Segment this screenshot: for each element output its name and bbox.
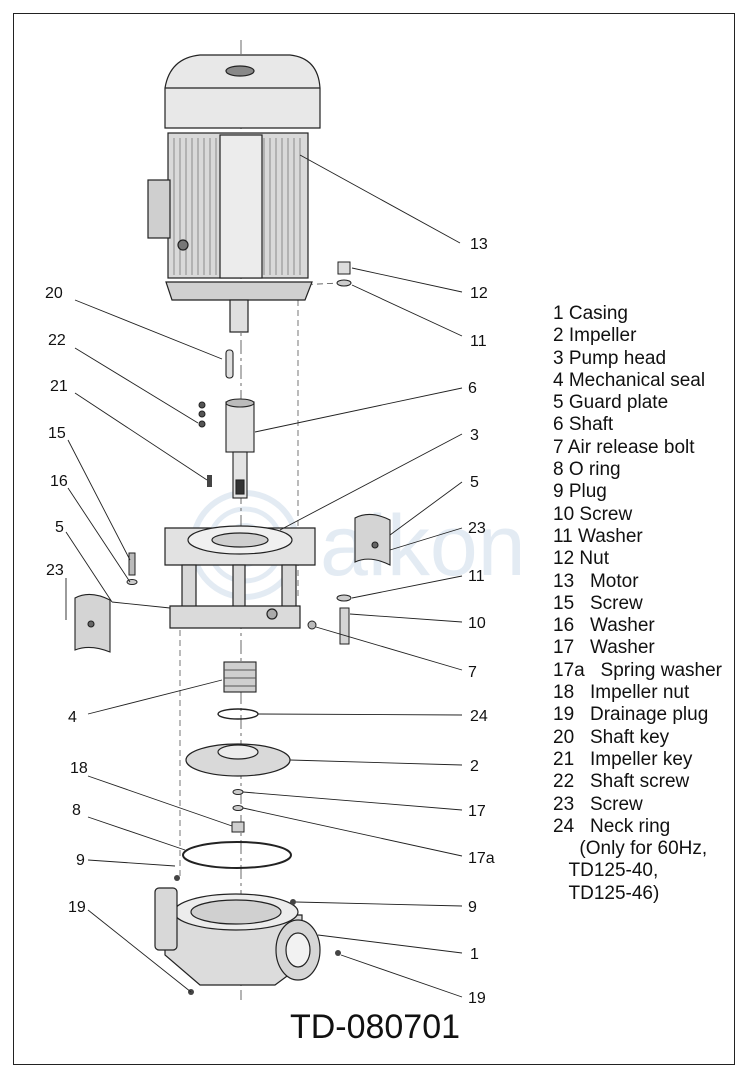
callout-11-mid: 11 [468, 568, 485, 585]
guard-plate-left [74, 593, 111, 653]
pump-head [164, 525, 316, 629]
motor [147, 54, 321, 333]
legend-item: 22 Shaft screw [553, 771, 690, 793]
callout-24: 24 [470, 708, 488, 725]
callout-4: 4 [68, 709, 77, 726]
legend-item: 7 Air release bolt [553, 436, 695, 458]
legend-item: 16 Washer [553, 615, 655, 637]
callout-18: 18 [70, 760, 88, 777]
shaft-key [225, 349, 234, 379]
legend-note: TD125-46) [553, 882, 660, 904]
legend-item: 6 Shaft [553, 414, 614, 436]
legend-item: 12 Nut [553, 548, 609, 570]
screw-washer-right [336, 594, 352, 645]
callout-17a: 17a [468, 850, 495, 867]
legend-item: 20 Shaft key [553, 726, 670, 748]
callout-9-right: 9 [468, 899, 477, 916]
callout-5-left: 5 [55, 519, 64, 536]
legend-item: 17a Spring washer [553, 659, 722, 681]
watermark-text: aikon [320, 498, 526, 594]
callout-6: 6 [468, 380, 477, 397]
legend-item: 10 Screw [553, 503, 633, 525]
plug-left [174, 875, 180, 881]
drawing-number: TD-080701 [289, 1008, 461, 1046]
callout-labels: 13 12 11 20 22 21 6 3 15 16 5 23 5 23 11… [45, 236, 495, 1007]
drawing-frame [13, 13, 735, 1065]
shaft-screws [198, 401, 206, 428]
legend-item: 4 Mechanical seal [553, 369, 706, 391]
legend-item: 1 Casing [553, 303, 628, 324]
legend-item: 23 Screw [553, 793, 643, 815]
callout-11-top: 11 [470, 333, 487, 350]
leader-lines [65, 154, 463, 998]
callout-5-right: 5 [470, 474, 479, 491]
callout-21: 21 [50, 378, 68, 395]
neck-ring [217, 708, 259, 720]
callout-23-left: 23 [46, 562, 64, 579]
legend-item: 2 Impeller [553, 325, 637, 347]
nut-washer-top [336, 261, 352, 287]
legend-item: 9 Plug [553, 481, 607, 503]
legend-item: 11 Washer [553, 525, 643, 547]
callout-3: 3 [470, 427, 479, 444]
impeller-nut [231, 821, 245, 833]
guard-plate-right [354, 513, 391, 566]
callout-22: 22 [48, 332, 66, 349]
callout-17: 17 [468, 803, 486, 820]
legend-item: 15 Screw [553, 592, 643, 614]
legend-item: 5 Guard plate [553, 392, 669, 414]
callout-19-left: 19 [68, 899, 86, 916]
legend-item: 17 Washer [553, 637, 655, 659]
callout-16: 16 [50, 473, 68, 490]
callout-13: 13 [470, 236, 488, 253]
plug-right [290, 899, 296, 905]
callout-12: 12 [470, 285, 488, 302]
callout-9-left: 9 [76, 852, 85, 869]
callout-15: 15 [48, 425, 66, 442]
callout-8: 8 [72, 802, 81, 819]
callout-20: 20 [45, 285, 63, 302]
legend-item: 3 Pump head [553, 347, 667, 369]
impeller-washers [232, 789, 244, 811]
mechanical-seal [223, 661, 257, 693]
callout-10: 10 [468, 615, 486, 632]
legend-item: 21 Impeller key [553, 748, 693, 770]
casing [154, 887, 321, 986]
legend-item: 24 Neck ring [553, 815, 671, 837]
o-ring [182, 841, 292, 869]
legend-item: 8 O ring [553, 459, 621, 481]
callout-2: 2 [470, 758, 479, 775]
callout-23-right: 23 [468, 520, 486, 537]
parts-legend: 1 Casing 2 Impeller 3 Pump head 4 Mechan… [553, 303, 722, 905]
legend-item: 18 Impeller nut [553, 682, 690, 704]
air-release-bolt [307, 620, 317, 630]
callout-1: 1 [470, 946, 479, 963]
callout-7: 7 [468, 664, 477, 681]
impeller-key [207, 475, 212, 487]
impeller [185, 743, 291, 777]
legend-item: 13 Motor [553, 570, 639, 592]
drain-plug-right [335, 950, 341, 956]
legend-note: TD125-40, [553, 860, 659, 882]
shaft [225, 398, 255, 499]
legend-item: 19 Drainage plug [553, 704, 709, 726]
callout-19-right: 19 [468, 990, 486, 1007]
legend-note: (Only for 60Hz, [553, 838, 708, 860]
